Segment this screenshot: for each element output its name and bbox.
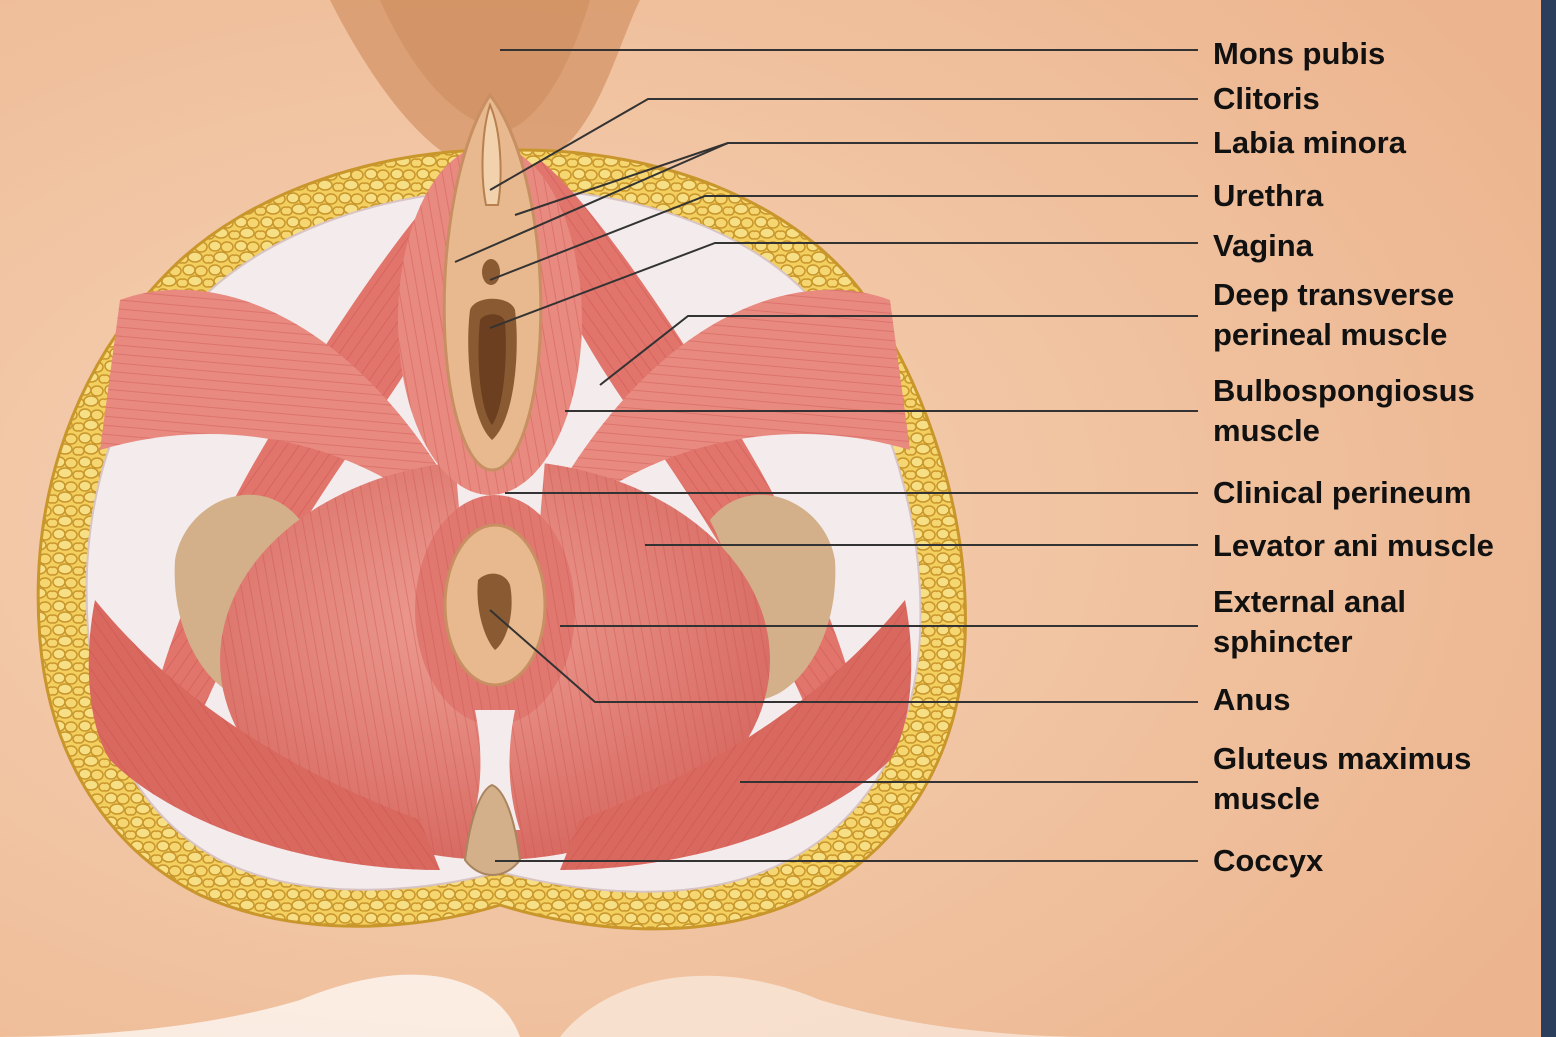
- label-external-anal-sphincter: External anal sphincter: [1213, 582, 1406, 662]
- label-mons-pubis: Mons pubis: [1213, 34, 1385, 74]
- label-clitoris: Clitoris: [1213, 79, 1320, 119]
- label-vagina: Vagina: [1213, 226, 1313, 266]
- edge-bar: [1541, 0, 1556, 1037]
- label-bulbospongiosus-muscle: Bulbospongiosus muscle: [1213, 371, 1475, 451]
- label-levator-ani-muscle: Levator ani muscle: [1213, 526, 1494, 566]
- label-deep-transverse-perineal-muscle: Deep transverse perineal muscle: [1213, 275, 1454, 355]
- label-coccyx: Coccyx: [1213, 841, 1323, 881]
- label-labia-minora: Labia minora: [1213, 123, 1406, 163]
- label-urethra: Urethra: [1213, 176, 1323, 216]
- label-clinical-perineum: Clinical perineum: [1213, 473, 1471, 513]
- label-anus: Anus: [1213, 680, 1291, 720]
- label-gluteus-maximus-muscle: Gluteus maximus muscle: [1213, 739, 1471, 819]
